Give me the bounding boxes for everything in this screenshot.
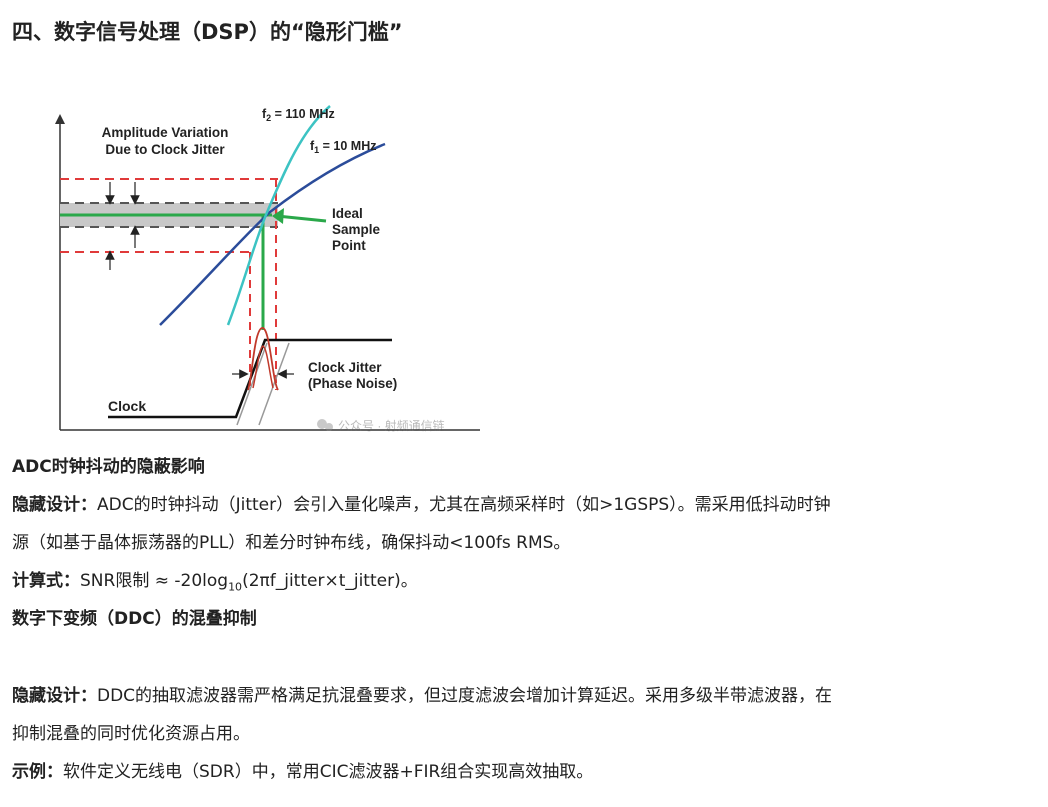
ddc-heading: 数字下变频（DDC）的混叠抑制	[12, 609, 257, 629]
y-axis-arrow-icon	[55, 114, 65, 124]
jitter-distribution-outer	[247, 327, 279, 391]
f1-curve	[159, 142, 386, 326]
clock-edge-gray-1	[236, 342, 268, 426]
ddc-hidden-text-2: 抑制混叠的同时优化资源占用。	[12, 724, 250, 744]
adc-calc: 计算式：SNR限制 ≈ -20log10(2πf_jitter×t_jitter…	[12, 562, 1037, 606]
ddc-hidden-design: 隐藏设计：DDC的抽取滤波器需严格满足抗混叠要求，但过度滤波会增加计算延迟。采用…	[12, 677, 1037, 715]
f1-label: f1 = 10 MHz	[310, 139, 377, 155]
ddc-hidden-text-1: DDC的抽取滤波器需严格满足抗混叠要求，但过度滤波会增加计算延迟。采用多级半带滤…	[97, 686, 833, 706]
adc-calc-text-post: (2πf_jitter×t_jitter)。	[242, 571, 418, 591]
watermark: 公众号 · 射频通信链	[317, 418, 445, 433]
amplitude-label-line1: Amplitude Variation	[102, 125, 229, 140]
adc-hidden-design-cont: 源（如基于晶体振荡器的PLL）和差分时钟布线，确保抖动<100fs RMS。	[12, 524, 1037, 562]
jitter-label-line2: (Phase Noise)	[308, 376, 397, 391]
adc-hidden-label: 隐藏设计：	[12, 495, 97, 515]
ddc-example: 示例：软件定义无线电（SDR）中，常用CIC滤波器+FIR组合实现高效抽取。	[12, 753, 1037, 791]
wechat-icon	[317, 419, 327, 429]
ideal-label-line1: Ideal	[332, 206, 363, 221]
f2-curve	[226, 105, 331, 326]
adc-calc-sub: 10	[228, 580, 243, 594]
jitter-distribution-inner	[252, 345, 274, 389]
ddc-example-text: 软件定义无线电（SDR）中，常用CIC滤波器+FIR组合实现高效抽取。	[63, 762, 594, 782]
ideal-arrow	[276, 214, 327, 223]
f2-label: f2 = 110 MHz	[262, 107, 335, 123]
ddc-hidden-label: 隐藏设计：	[12, 686, 97, 706]
clock-jitter-diagram: f2 = 110 MHz f1 = 10 MHz Amplitude Varia…	[55, 105, 480, 433]
clock-edge-gray-2	[258, 342, 290, 426]
adc-heading: ADC时钟抖动的隐蔽影响	[12, 457, 205, 477]
adc-hidden-design: 隐藏设计：ADC的时钟抖动（Jitter）会引入量化噪声，尤其在高频采样时（如>…	[12, 486, 1037, 524]
section-title: 四、数字信号处理（DSP）的“隐形门槛”	[12, 20, 403, 44]
jitter-label-line1: Clock Jitter	[308, 360, 382, 375]
ideal-label-line3: Point	[332, 238, 366, 253]
clock-jitter-figure: f2 = 110 MHz f1 = 10 MHz Amplitude Varia…	[40, 100, 500, 440]
watermark-text: 公众号 · 射频通信链	[338, 418, 445, 433]
ideal-arrow-head-icon	[272, 208, 284, 224]
adc-hidden-text-1: ADC的时钟抖动（Jitter）会引入量化噪声，尤其在高频采样时（如>1GSPS…	[97, 495, 831, 515]
amplitude-label-line2: Due to Clock Jitter	[105, 142, 225, 157]
ideal-label-line2: Sample	[332, 222, 381, 237]
adc-calc-text-pre: SNR限制 ≈ -20log	[80, 571, 229, 591]
ddc-example-label: 示例：	[12, 762, 63, 782]
adc-calc-label: 计算式：	[12, 571, 80, 591]
ddc-hidden-design-cont: 抑制混叠的同时优化资源占用。	[12, 715, 1037, 753]
clock-label: Clock	[108, 398, 146, 414]
adc-hidden-text-2: 源（如基于晶体振荡器的PLL）和差分时钟布线，确保抖动<100fs RMS。	[12, 533, 571, 553]
